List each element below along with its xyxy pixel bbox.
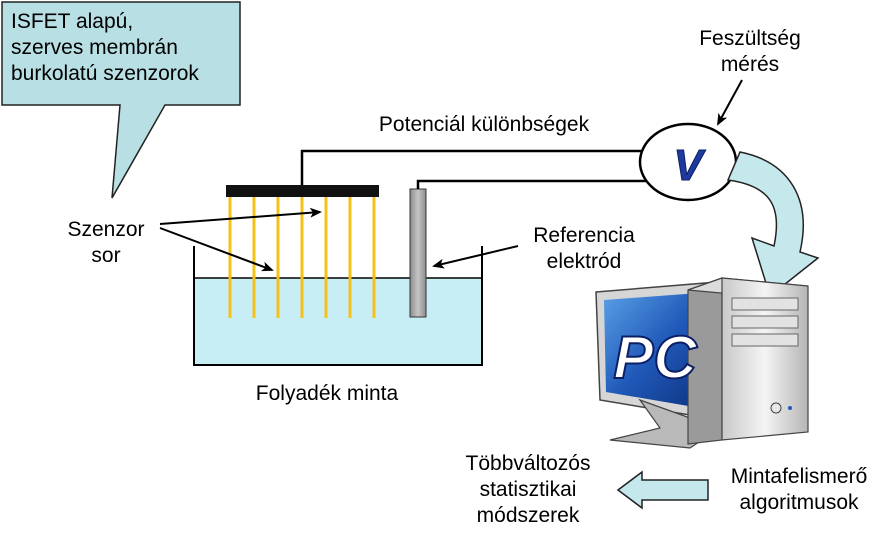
label-line: módszerek xyxy=(476,504,580,527)
label-multivariate-stats: Többváltozós statisztikai módszerek xyxy=(448,451,608,529)
wire-sensor-to-meter xyxy=(300,149,648,185)
label-line: Többváltozós xyxy=(465,452,591,475)
label-line: Feszültség xyxy=(699,27,801,50)
callout-bubble xyxy=(1,1,241,199)
label-line: mérés xyxy=(720,53,780,76)
arrow-sensor-upper xyxy=(159,207,322,225)
label-voltage-measure: Feszültség mérés xyxy=(680,26,820,78)
screen-text: PC xyxy=(613,324,698,391)
drive-bay xyxy=(731,297,799,311)
label-line: elektród xyxy=(546,250,622,273)
curved-arrow-to-pc xyxy=(726,151,820,298)
wire-reference-to-meter xyxy=(416,179,648,189)
block-arrow-left xyxy=(616,470,709,510)
reference-electrode xyxy=(409,188,427,318)
power-button xyxy=(770,402,782,414)
callout-line: burkolatú szenzorok xyxy=(11,62,199,85)
callout-line: ISFET alapú, xyxy=(11,10,134,33)
label-line: Szenzor xyxy=(67,218,145,241)
label-liquid-sample: Folyadék minta xyxy=(255,382,399,405)
label-potential-difference: Potenciál különbségek xyxy=(378,113,590,136)
callout-line: szerves membrán xyxy=(11,36,178,59)
arrow-reference xyxy=(432,245,519,269)
computer xyxy=(595,277,809,449)
liquid-sample xyxy=(194,278,482,365)
voltmeter-symbol: V xyxy=(673,141,706,190)
callout-text: ISFET alapú, szerves membrán burkolatú s… xyxy=(11,9,199,87)
label-pattern-recognition: Mintafelismerő algoritmusok xyxy=(712,464,886,516)
label-line: algoritmusok xyxy=(739,491,859,514)
drive-bay xyxy=(731,333,799,347)
container-vessel xyxy=(193,246,483,366)
label-line: sor xyxy=(91,244,121,267)
arrow-sensor-lower xyxy=(159,227,274,272)
monitor-screen xyxy=(604,292,712,410)
arrow-voltage-measure xyxy=(717,79,743,126)
drive-bay xyxy=(731,315,799,329)
label-line: statisztikai xyxy=(479,478,577,501)
power-led xyxy=(788,406,792,410)
label-reference-electrode: Referencia elektród xyxy=(512,223,656,275)
label-line: Mintafelismerő xyxy=(730,465,868,488)
label-line: Referencia xyxy=(533,224,635,247)
label-sensor-row: Szenzor sor xyxy=(50,217,162,269)
sensor-bar xyxy=(226,185,379,197)
